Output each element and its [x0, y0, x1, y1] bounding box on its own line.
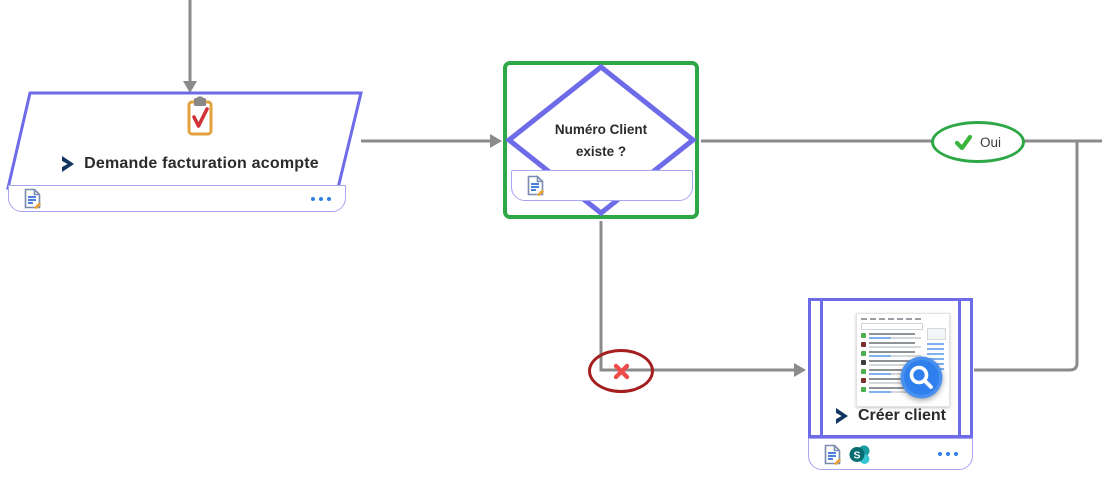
create-client-title: Créer client [857, 407, 947, 424]
subprocess-bar-left [820, 300, 823, 436]
note-icon[interactable] [526, 175, 545, 196]
decision-node-footer[interactable] [511, 170, 693, 201]
yes-branch-badge: Oui [931, 121, 1025, 163]
start-node-title: Demande facturation acompte [84, 155, 319, 172]
start-node-footer[interactable] [8, 185, 346, 212]
more-options-icon[interactable] [938, 452, 958, 456]
thumbnail-rows [861, 333, 923, 393]
decision-title-line2: existe ? [575, 144, 627, 159]
clipboard-check-icon [186, 96, 214, 136]
no-branch-badge [588, 349, 654, 393]
create-client-title-row: Créer client [820, 407, 961, 425]
create-client-footer[interactable]: S [808, 438, 973, 470]
dynamics-icon [61, 156, 75, 172]
yes-branch-label: Oui [979, 134, 1001, 150]
search-icon [900, 356, 943, 399]
note-icon[interactable] [823, 444, 842, 465]
note-icon[interactable] [23, 188, 42, 209]
more-options-icon[interactable] [311, 196, 331, 201]
cross-icon [612, 362, 631, 381]
sharepoint-icon: S [849, 444, 871, 465]
decision-title-line1: Numéro Client [554, 122, 648, 137]
thumbnail-searchbar [861, 323, 923, 330]
dynamics-icon [835, 408, 849, 424]
check-icon [954, 134, 972, 150]
start-node-title-row: Demande facturation acompte [25, 155, 355, 173]
decision-node-title: Numéro Client existe ? [503, 119, 699, 163]
svg-text:S: S [853, 449, 860, 461]
thumbnail-navbar [861, 318, 923, 320]
subprocess-bar-right [958, 300, 961, 436]
